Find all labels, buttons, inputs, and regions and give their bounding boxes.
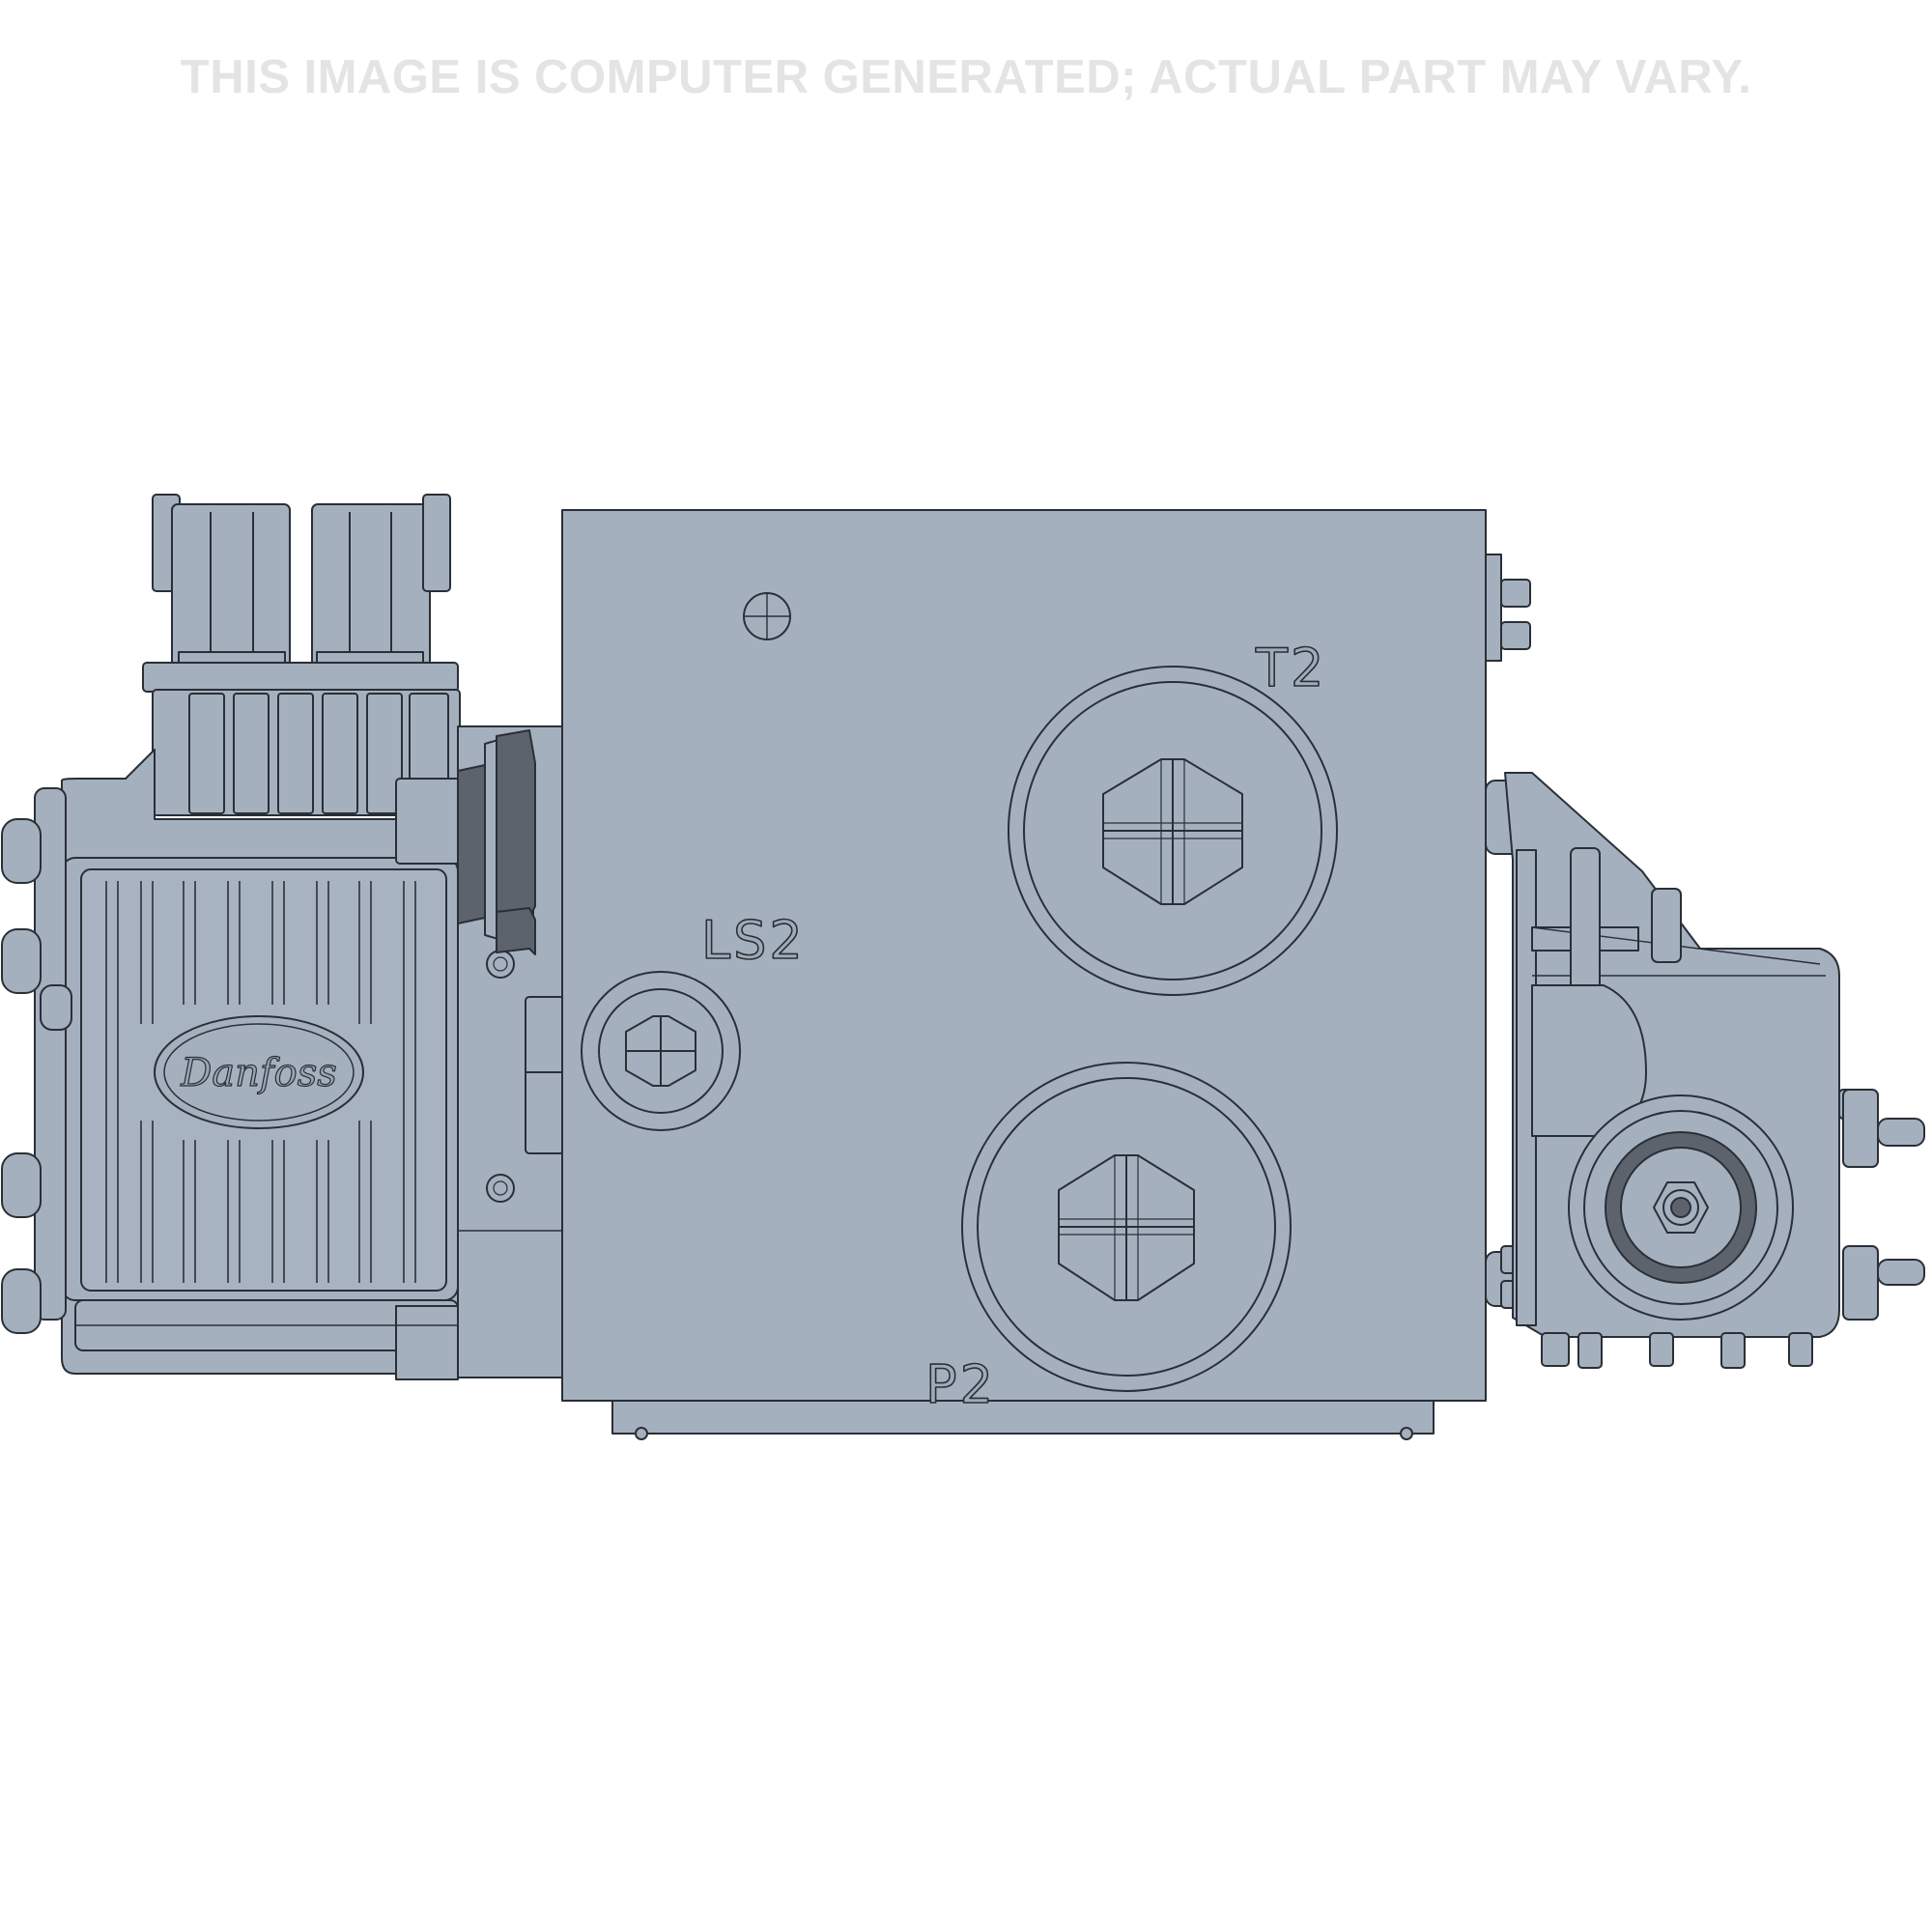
- brand-logo: Danfoss: [154, 1015, 364, 1129]
- valve-body: T2 LS2 P2: [561, 509, 1487, 1440]
- port-label-t2: T2: [1255, 638, 1326, 698]
- port-label-ls2: LS2: [701, 910, 806, 971]
- port-label-p2: P2: [925, 1354, 996, 1415]
- relief-valve-boss: [1568, 1094, 1794, 1321]
- connector-plug-right: [311, 494, 451, 672]
- cover-teeth: [1541, 1332, 1813, 1369]
- mounting-hole: [743, 592, 791, 640]
- port-p2: P2: [924, 1062, 1292, 1416]
- housing-ribs: [105, 881, 416, 1283]
- hex-nut-stack: [457, 729, 565, 1154]
- svg-text:Danfoss: Danfoss: [180, 1051, 337, 1095]
- connector-plug-left: [152, 494, 291, 672]
- port-t2: T2: [1008, 637, 1338, 996]
- port-ls2: LS2: [581, 909, 806, 1131]
- disclaimer-text: THIS IMAGE IS COMPUTER GENERATED; ACTUAL…: [180, 51, 1752, 103]
- side-fittings: [1838, 1089, 1925, 1321]
- end-cap: [1485, 554, 1925, 1369]
- solenoid-actuator: Danfoss: [1, 494, 461, 1380]
- cooling-fins-top: [188, 693, 449, 814]
- side-caps: [1, 787, 72, 1334]
